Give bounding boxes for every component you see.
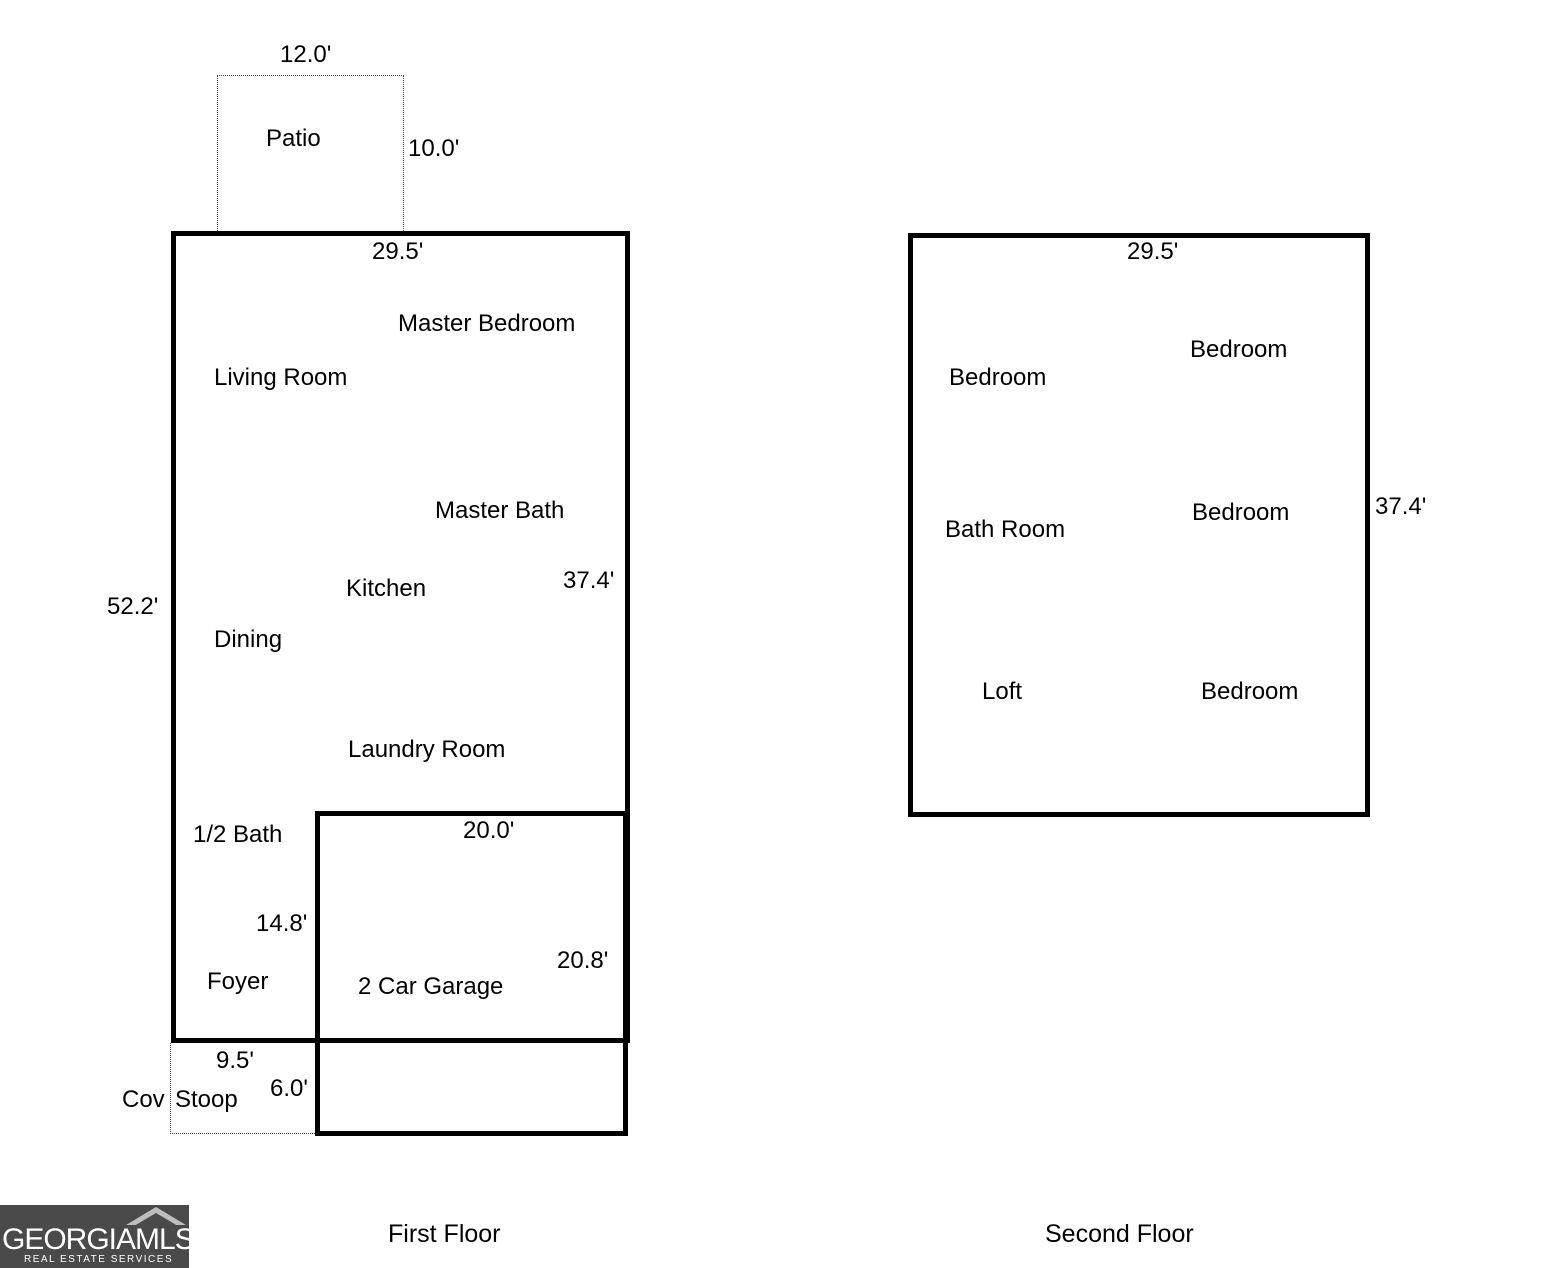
master-bath-label: Master Bath <box>435 497 565 524</box>
garage-label: 2 Car Garage <box>358 973 504 1000</box>
half-bath-label: 1/2 Bath <box>193 821 283 848</box>
bedroom-top-left-label: Bedroom <box>949 364 1047 391</box>
logo-tagline: REAL ESTATE SERVICES <box>24 1254 174 1265</box>
first-floor-title: First Floor <box>388 1220 501 1248</box>
patio-label: Patio <box>266 125 321 152</box>
bedroom-top-right-label: Bedroom <box>1190 336 1288 363</box>
logo-brand-text: GEORGIAMLS <box>2 1223 189 1256</box>
first-floor-width-dim: 29.5' <box>372 238 424 265</box>
second-floor-outline <box>908 233 1370 817</box>
patio-width-dim: 12.0' <box>280 41 332 68</box>
first-floor-right-dim: 37.4' <box>563 567 615 594</box>
first-floor-height-dim: 52.2' <box>107 593 159 620</box>
bath-room-label: Bath Room <box>945 516 1066 543</box>
stoop-width-dim: 9.5' <box>216 1047 254 1074</box>
stoop-outline <box>170 1043 317 1134</box>
second-floor-height-dim: 37.4' <box>1375 493 1427 520</box>
main-house-outline <box>171 231 630 1043</box>
garage-width-dim: 20.0' <box>463 817 515 844</box>
garage-depth-dim: 20.8' <box>557 947 609 974</box>
loft-label: Loft <box>982 678 1023 705</box>
foyer-depth-dim: 14.8' <box>256 910 308 937</box>
patio-outline <box>217 75 404 233</box>
stoop-depth-dim: 6.0' <box>270 1075 308 1102</box>
master-bedroom-label: Master Bedroom <box>398 310 576 337</box>
garage-outline <box>315 811 628 1136</box>
second-floor-title: Second Floor <box>1045 1220 1194 1248</box>
stoop-label-cov: Cov <box>122 1086 165 1113</box>
georgia-mls-logo: GEORGIAMLS REAL ESTATE SERVICES <box>0 1205 189 1268</box>
dining-label: Dining <box>214 626 283 653</box>
second-floor-width-dim: 29.5' <box>1127 238 1179 265</box>
bedroom-mid-right-label: Bedroom <box>1192 499 1290 526</box>
laundry-room-label: Laundry Room <box>348 736 506 763</box>
stoop-label-stoop: Stoop <box>175 1086 238 1113</box>
living-room-label: Living Room <box>214 364 348 391</box>
patio-depth-dim: 10.0' <box>408 135 460 162</box>
foyer-label: Foyer <box>207 968 269 995</box>
kitchen-label: Kitchen <box>346 575 427 602</box>
bedroom-bottom-right-label: Bedroom <box>1201 678 1299 705</box>
